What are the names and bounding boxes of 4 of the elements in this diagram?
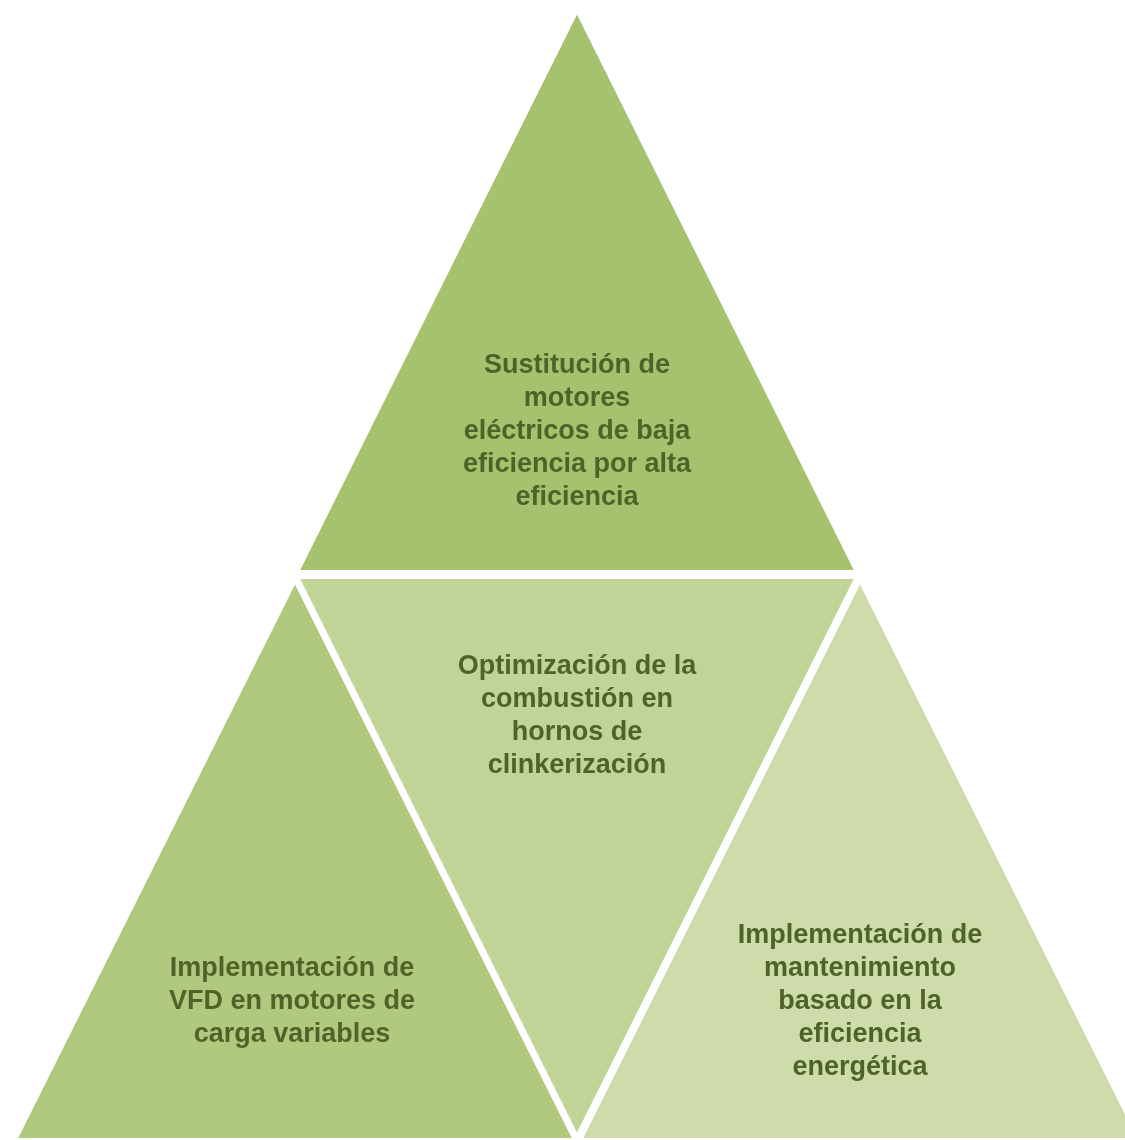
triangle-label: Implementación de mantenimiento basado en la eficiencia energética	[736, 917, 984, 1083]
triangle-label: Implementación de VFD en motores de carga variables	[167, 950, 416, 1050]
triangle-label: Sustitución de motores eléctricos de baja eficiencia por alta eficiencia	[461, 347, 693, 513]
triangle-label: Optimización de la combustión en hornos de clinkerización	[456, 649, 698, 781]
